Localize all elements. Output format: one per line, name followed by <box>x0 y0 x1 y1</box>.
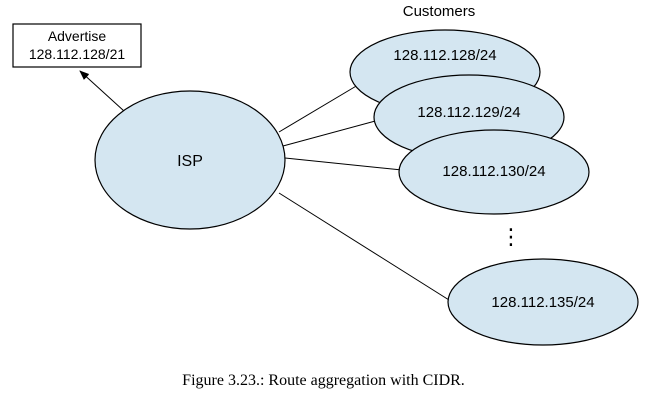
advertise-label: Advertise <box>48 28 107 44</box>
isp-node: ISP <box>94 90 286 230</box>
connector-customer-2 <box>282 119 380 147</box>
isp-label: ISP <box>177 153 203 170</box>
advertise-arrow <box>79 70 125 112</box>
advertise-box: Advertise 128.112.128/21 <box>12 23 142 68</box>
customer-label-135: 128.112.135/24 <box>491 294 594 311</box>
connector-customer-3 <box>284 157 403 171</box>
customer-node-135: 128.112.135/24 <box>447 258 639 346</box>
customer-node-130: 128.112.130/24 <box>398 129 590 215</box>
figure-caption: Figure 3.23.: Route aggregation with CID… <box>182 372 465 389</box>
connector-customer-4 <box>278 192 450 301</box>
advertise-prefix: 128.112.128/21 <box>29 46 125 62</box>
customer-label-130: 128.112.130/24 <box>442 163 545 180</box>
customer-label-129: 128.112.129/24 <box>417 104 520 121</box>
more-customers-ellipsis: ⋮ <box>500 224 522 249</box>
customer-label-128: 128.112.128/24 <box>393 47 496 64</box>
customers-heading: Customers <box>403 3 476 20</box>
connector-customer-1 <box>278 81 364 133</box>
